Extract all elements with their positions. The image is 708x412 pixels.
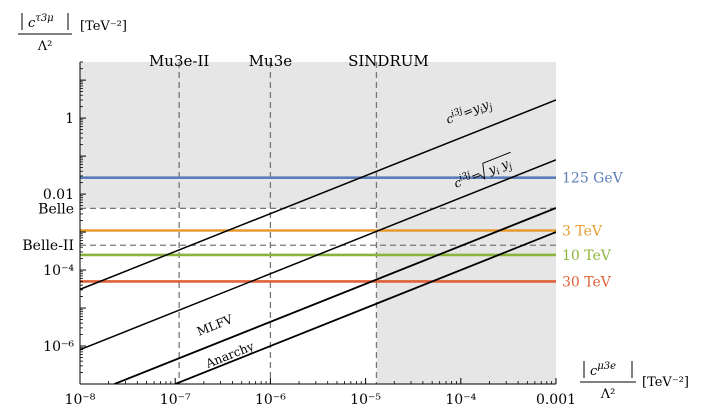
label-mlfv: MLFV	[195, 312, 235, 339]
diag-line-2	[114, 207, 556, 384]
y-tick-label: 10⁻⁴	[43, 263, 74, 279]
label-anarchy: Anarchy	[203, 339, 256, 371]
x-tick-label: 10⁻⁸	[65, 392, 96, 408]
mass-label-3-tev: 3 TeV	[562, 223, 603, 239]
diagonal-lines	[80, 99, 556, 384]
mass-scale-lines	[80, 176, 556, 283]
svg-text:cτ3μ: cτ3μ	[28, 13, 54, 31]
y-tick-label: 10⁻⁶	[43, 339, 74, 355]
hlabel-belle-ii: Belle-II	[22, 238, 74, 254]
x-tick-label: 0.001	[536, 392, 576, 408]
diag-line-3	[174, 231, 556, 384]
hlabel-belle: Belle	[38, 201, 74, 217]
sindrum-excluded-region	[376, 62, 556, 384]
x-tick-label: 10⁻⁶	[255, 392, 286, 408]
diag-line-0	[80, 99, 556, 291]
svg-text:[TeV⁻²]: [TeV⁻²]	[80, 19, 127, 34]
shaded-regions	[80, 62, 556, 384]
x-tick-label: 10⁻⁴	[445, 392, 476, 408]
mass-label-30-tev: 30 TeV	[562, 274, 612, 290]
svg-text:[TeV⁻²]: [TeV⁻²]	[642, 375, 689, 390]
x-tick-label: 10⁻⁵	[350, 392, 381, 408]
limit-lines	[80, 62, 556, 384]
vlabel-mu3e: Mu3e	[249, 52, 293, 70]
vlabel-sindrum: SINDRUM	[348, 52, 429, 70]
svg-text:Λ²: Λ²	[600, 387, 616, 402]
mass-label-125-gev: 125 GeV	[562, 171, 624, 187]
svg-text:cμ3e: cμ3e	[590, 361, 616, 379]
y-tick-label: 0.01	[43, 187, 74, 203]
axes	[79, 61, 557, 385]
x-tick-label: 10⁻⁷	[160, 392, 191, 408]
y-tick-label: 1	[65, 111, 74, 127]
vlabel-mu3e-ii: Mu3e-II	[149, 52, 209, 70]
diag-line-1	[80, 159, 556, 351]
svg-text:Λ²: Λ²	[37, 39, 53, 54]
mass-label-10-tev: 10 TeV	[562, 248, 612, 264]
